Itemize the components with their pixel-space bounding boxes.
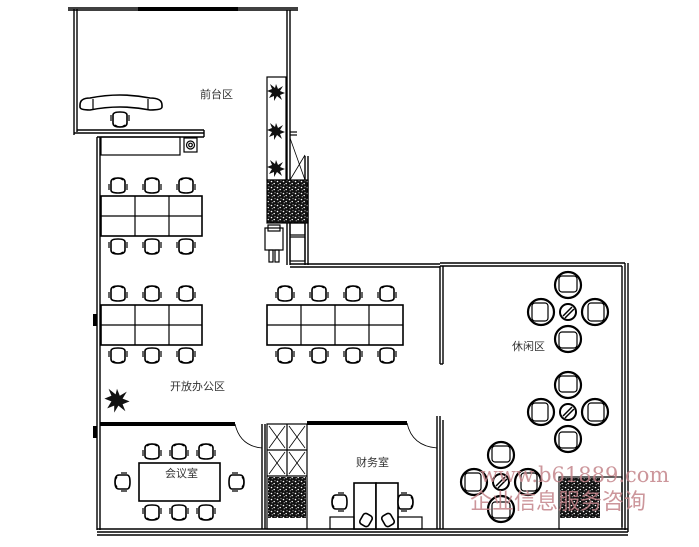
lounge-table-2 [526,370,610,454]
lounge-area: 休闲区 [459,270,623,530]
workstation-group-top-left [100,177,203,255]
room-label-lounge: 休闲区 [512,339,545,353]
planter-column [264,76,309,265]
workstation-group-mid-left [100,285,203,364]
watermark: www.b61889.com 企业信息服务咨询 [470,463,669,515]
finance-room: 财务室 [266,423,423,530]
watermark-url: www.b61889.com [480,463,669,487]
plant-open-office [104,388,130,413]
meeting-room: 会议室 [114,443,245,521]
room-label-reception: 前台区 [200,87,233,101]
reception-area: 前台区 [79,87,233,156]
workstation-group-mid-right [266,285,404,364]
watermark-slogan: 企业信息服务咨询 [470,490,646,515]
interior-walls [100,266,444,529]
room-label-finance: 财务室 [356,455,389,469]
room-label-open-office: 开放办公区 [170,379,225,393]
room-label-meeting: 会议室 [165,466,198,480]
